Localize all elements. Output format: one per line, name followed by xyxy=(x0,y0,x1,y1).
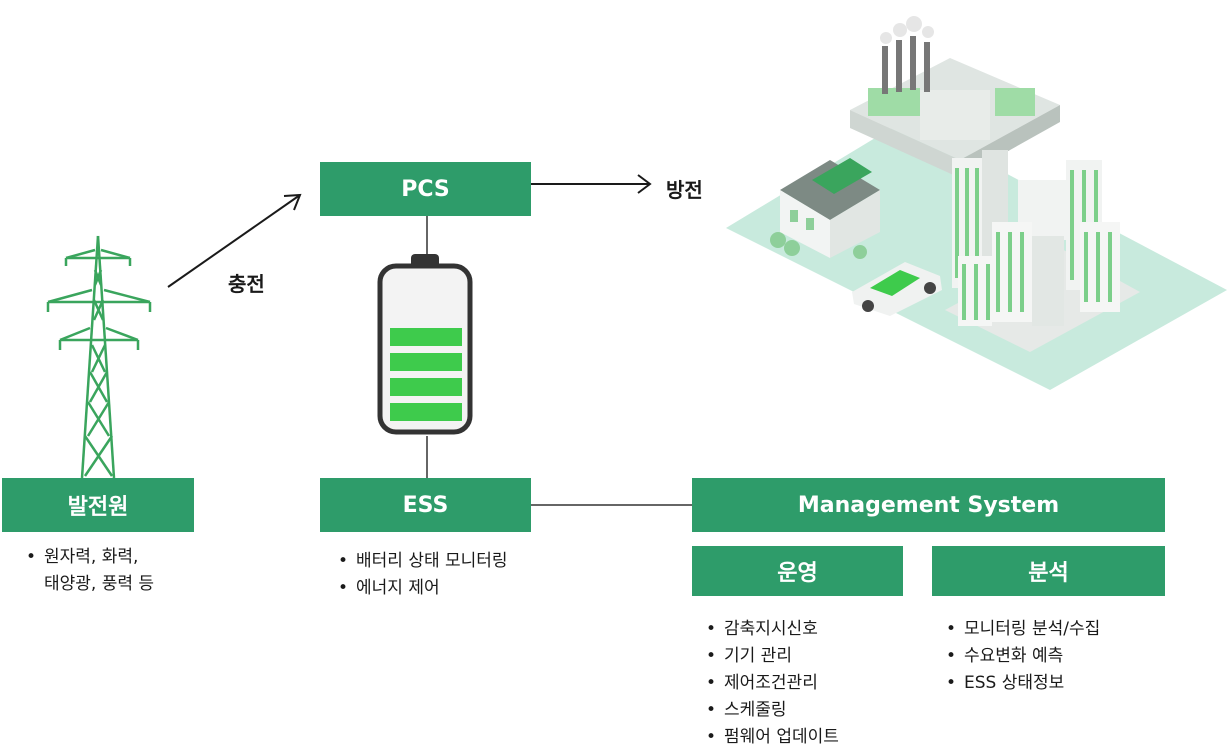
list-item: 스케줄링 xyxy=(704,697,839,724)
discharge-arrow xyxy=(531,174,652,194)
source-list: 원자력, 화력,태양광, 풍력 등 xyxy=(24,544,154,598)
list-item: 펌웨어 업데이트 xyxy=(704,724,839,751)
discharge-label: 방전 xyxy=(666,178,703,202)
operation-label: 운영 xyxy=(777,561,818,586)
list-item: 에너지 제어 xyxy=(336,575,508,602)
analysis-list: 모니터링 분석/수집 수요변화 예측 ESS 상태정보 xyxy=(944,616,1100,697)
list-item: 원자력, 화력,태양광, 풍력 등 xyxy=(24,544,154,598)
pcs-box: PCS xyxy=(320,162,531,216)
analysis-box: 분석 xyxy=(932,546,1165,596)
list-item: ESS 상태정보 xyxy=(944,670,1100,697)
list-item: 제어조건관리 xyxy=(704,670,839,697)
ess-list: 배터리 상태 모니터링 에너지 제어 xyxy=(336,548,508,602)
management-label: Management System xyxy=(797,492,1060,518)
buildings-icon xyxy=(945,150,1140,352)
pcs-label: PCS xyxy=(401,176,450,202)
management-box: Management System xyxy=(692,478,1165,532)
ess-label: ESS xyxy=(402,492,449,518)
operation-box: 운영 xyxy=(692,546,903,596)
list-item: 기기 관리 xyxy=(704,643,839,670)
source-box: 발전원 xyxy=(2,478,194,532)
house-icon xyxy=(770,158,880,259)
battery-icon xyxy=(377,254,473,435)
city-illustration xyxy=(726,16,1227,390)
ess-box: ESS xyxy=(320,478,531,532)
charge-label: 충전 xyxy=(228,272,265,296)
charge-arrow xyxy=(167,193,302,288)
list-item: 배터리 상태 모니터링 xyxy=(336,548,508,575)
analysis-label: 분석 xyxy=(1028,561,1069,586)
operation-list: 감축지시신호 기기 관리 제어조건관리 스케줄링 펌웨어 업데이트 xyxy=(704,616,839,751)
list-item: 수요변화 예측 xyxy=(944,643,1100,670)
electric-car-icon xyxy=(852,262,942,316)
list-item: 감축지시신호 xyxy=(704,616,839,643)
list-item: 모니터링 분석/수집 xyxy=(944,616,1100,643)
source-label: 발전원 xyxy=(67,495,129,520)
transmission-tower-icon xyxy=(46,235,152,479)
